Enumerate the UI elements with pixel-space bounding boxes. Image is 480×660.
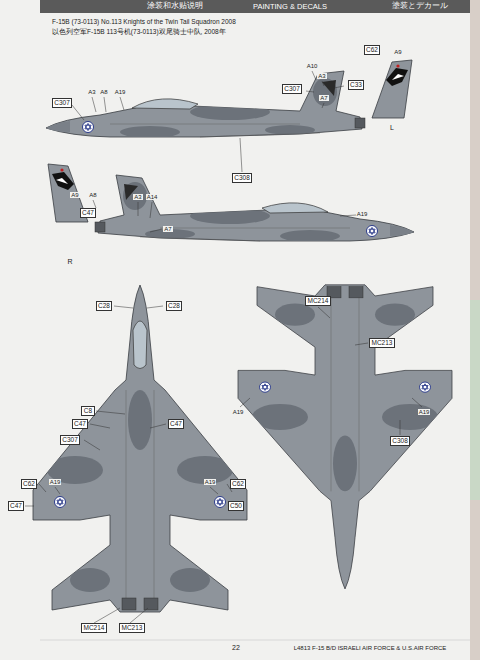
decal-callout: MC214 (81, 623, 107, 632)
page-number: 22 (232, 644, 240, 652)
subtitle-text: F-15B (73-0113) No.113 Knights of the Tw… (52, 18, 236, 25)
decal-callout: C62 (230, 479, 247, 488)
decal-callout: C307 (60, 435, 81, 444)
side-view-left (46, 60, 412, 138)
callout-number: A19 (232, 409, 245, 416)
decal-callout: C33 (348, 80, 365, 89)
scan-edge (470, 300, 480, 500)
callout-number: A19 (204, 479, 217, 486)
decal-callout: C47 (72, 419, 89, 428)
callout-number: A7 (163, 226, 172, 233)
footer-text: L4813 F-15 B/D ISRAELI AIR FORCE & U.S.A… (294, 645, 447, 652)
decal-callout: C50 (228, 501, 245, 510)
decal-callout: C47 (8, 501, 25, 510)
decal-callout: C307 (282, 84, 303, 93)
side-letter: L (390, 124, 394, 132)
decal-callout: C307 (52, 98, 73, 107)
scan-edge (470, 0, 480, 660)
decal-callout: C47 (168, 419, 185, 428)
decal-callout: C28 (166, 301, 183, 310)
decal-callout: MC213 (369, 338, 395, 347)
header-text: 塗装とデカール (392, 2, 448, 10)
decal-callout: C47 (80, 208, 97, 217)
subtitle-text: 以色列空军F-15B 113号机(73-0113)双尾骑士中队, 2008年 (52, 28, 226, 35)
decal-callout: MC214 (305, 296, 331, 305)
callout-number: A8 (99, 89, 108, 96)
callout-number: A19 (114, 89, 127, 96)
callout-number: A10 (306, 63, 319, 70)
callout-number: A14 (146, 194, 159, 201)
callout-number: A19 (418, 409, 431, 416)
callout-number: A3 (317, 73, 326, 80)
decal-callout: C62 (21, 479, 38, 488)
decal-callout: C308 (390, 436, 411, 445)
side-letter: R (67, 258, 72, 266)
decal-callout: C62 (364, 45, 381, 54)
decal-callout: C8 (81, 406, 94, 415)
header-text: 涂装和水贴说明 (147, 2, 203, 10)
callout-number: A3 (133, 194, 142, 201)
page-title: PAINTING & DECALS (253, 2, 327, 10)
callout-number: A9 (393, 49, 402, 56)
bottom-view (238, 285, 452, 589)
callout-number: A19 (49, 479, 62, 486)
decal-callout: C308 (232, 173, 253, 182)
callout-number: A7 (319, 95, 328, 102)
decal-callout: MC213 (119, 623, 145, 632)
side-view-right (48, 164, 414, 242)
header-bar (40, 0, 470, 13)
top-view (33, 285, 247, 612)
decal-callout: C28 (96, 301, 113, 310)
callout-number: A19 (356, 211, 369, 218)
leader-lines (25, 71, 422, 623)
callout-number: A8 (88, 192, 97, 199)
callout-number: A9 (70, 192, 79, 199)
callout-number: A3 (87, 89, 96, 96)
